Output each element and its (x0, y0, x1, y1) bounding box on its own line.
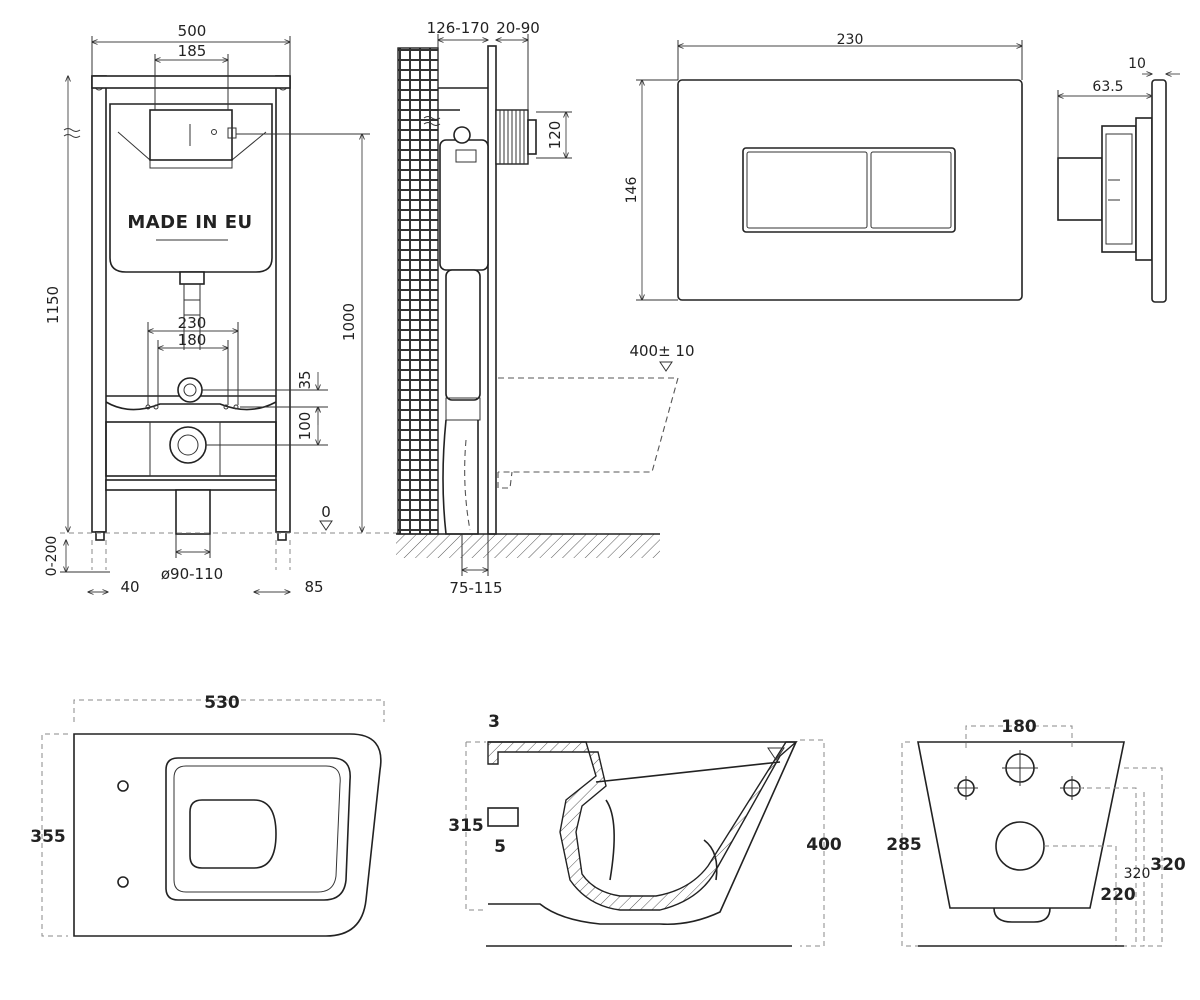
dim-plate-width: 230 (837, 32, 864, 48)
dim-wall-thickness: 3 (488, 712, 500, 732)
dim-bolt-inner: 180 (178, 331, 207, 349)
level-zero: 0 (321, 503, 331, 521)
dim-side-height: 315 (448, 816, 484, 836)
flush-plate-side: 63.5 10 (1057, 56, 1180, 303)
made-in-eu-stamp: MADE IN EU (127, 212, 252, 233)
dim-rear-bolts: 180 (1001, 717, 1037, 737)
dim-frame-width: 500 (178, 22, 207, 40)
dim-flush-opening: 185 (178, 42, 207, 60)
frame-side-view (396, 45, 679, 558)
dim-pipe-depth: 20-90 (496, 19, 540, 37)
dim-bowl-height: 400 (806, 835, 842, 855)
bowl-side-section: 3 315 5 400 (448, 712, 842, 947)
dim-frame-height: 1150 (44, 286, 62, 324)
dim-drain-pipe: ø90-110 (161, 565, 223, 583)
dim-rear-height: 285 (886, 835, 922, 855)
dim-bolt-outer: 230 (178, 314, 207, 332)
dim-inner-offset: 5 (494, 837, 506, 857)
flush-plate-front: 230 146 (624, 32, 1023, 301)
dim-plate-thickness: 10 (1128, 56, 1146, 72)
dim-rear-drain: 220 (1100, 885, 1136, 905)
dim-drain-offset: 75-115 (449, 579, 502, 597)
dim-side-depth: 126-170 (427, 19, 490, 37)
dim-drain-height: 100 (296, 412, 314, 441)
dim-pipe-gap: 35 (296, 370, 314, 389)
dim-plate-side-depth: 63.5 (1092, 79, 1123, 95)
bowl-rear-view: 180 285 320 320 220 (886, 717, 1186, 947)
dim-bowl-length: 530 (204, 693, 240, 713)
frame-front-view (60, 75, 400, 570)
dim-pipe-height: 120 (546, 121, 564, 150)
dim-adjust: 0-200 (44, 536, 60, 577)
dim-flush-height: 1000 (340, 303, 358, 341)
dim-rear-small: 320 (1124, 866, 1151, 882)
frame-side-dimensions: 126-170 20-90 120 75-115 400± 10 (427, 19, 695, 597)
dim-rear-right: 320 (1150, 855, 1186, 875)
dim-bowl-width: 355 (30, 827, 66, 847)
frame-front-dimensions: 500 185 1150 1000 230 180 35 100 0-200 4… (44, 22, 370, 596)
bowl-top-view: 530 355 (30, 693, 385, 937)
dim-foot-right: 85 (304, 578, 323, 596)
dim-seat-height: 400± 10 (629, 342, 694, 360)
dim-foot-left: 40 (120, 578, 139, 596)
dim-plate-height: 146 (624, 177, 640, 204)
